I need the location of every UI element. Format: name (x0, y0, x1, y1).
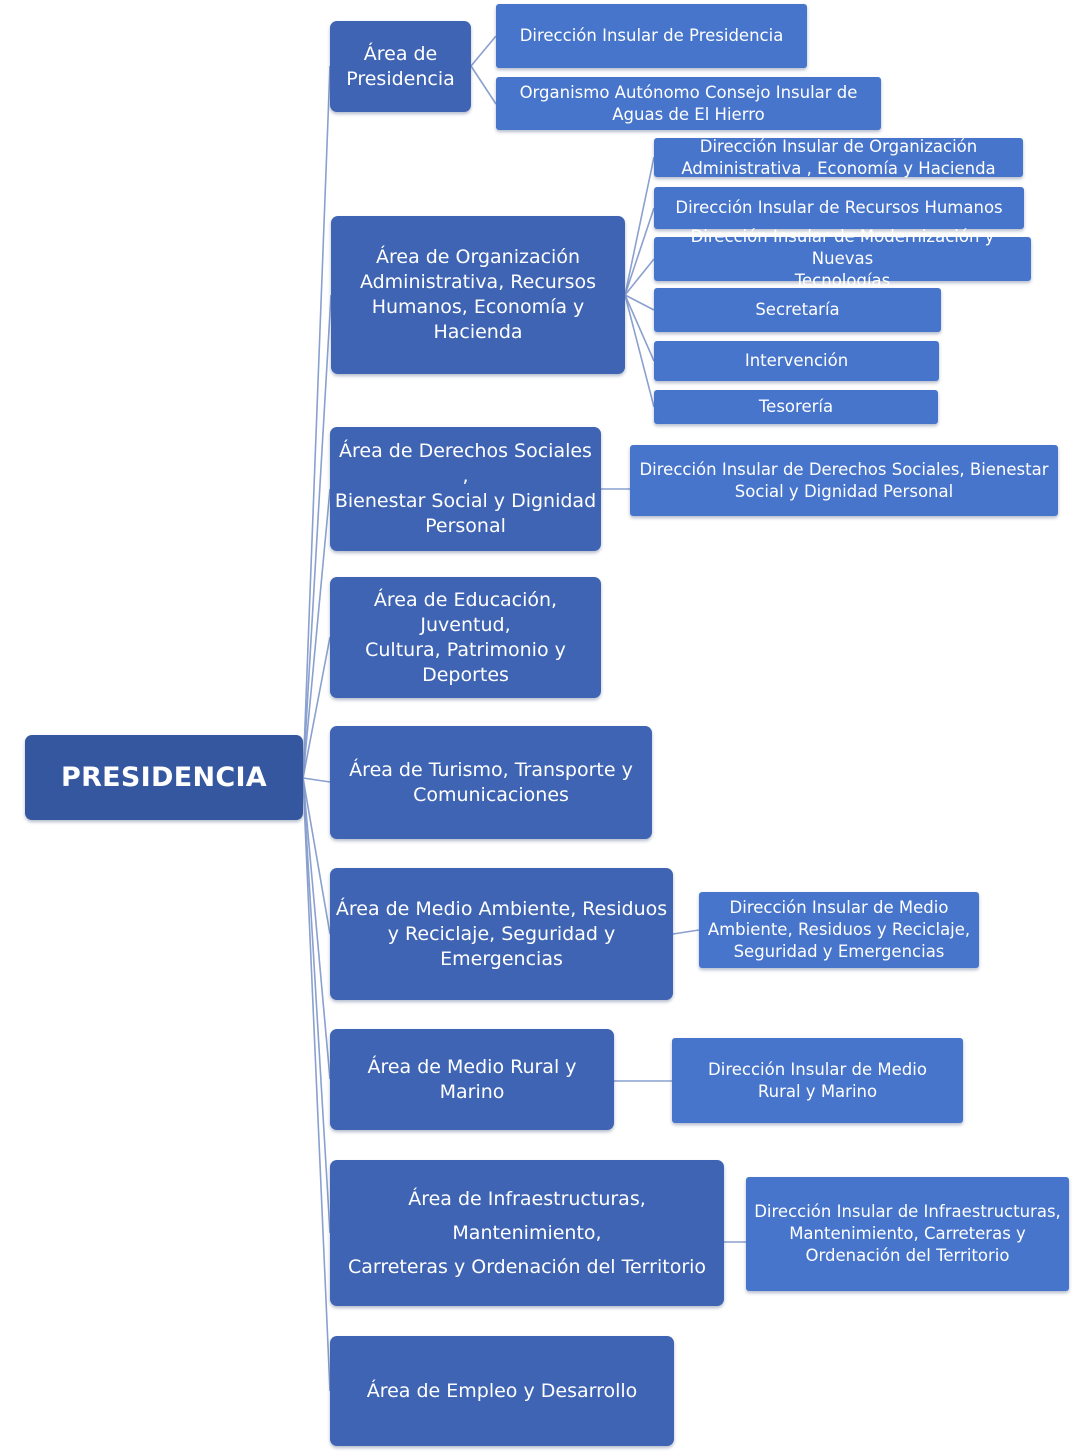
area-presidencia: Área de Presidencia (330, 21, 471, 112)
sub-label: Organismo Autónomo Consejo Insular de Ag… (519, 82, 858, 124)
area-label: Área de Derechos Sociales , Bienestar So… (334, 440, 597, 537)
sub-consejo-aguas: Organismo Autónomo Consejo Insular de Ag… (496, 77, 881, 130)
connector-line (302, 777, 331, 783)
sub-modernizacion: Dirección Insular de Modernización y Nue… (654, 227, 1031, 290)
sub-label: Intervención (744, 351, 849, 370)
connector-line (302, 777, 331, 935)
connector-line (302, 294, 332, 779)
connector-line (624, 258, 655, 296)
connector-line (302, 777, 331, 1392)
connector-line (624, 207, 655, 296)
sub-label: Dirección Insular de Presidencia (519, 26, 784, 45)
area-organizacion: Área de Organización Administrativa, Rec… (331, 216, 625, 374)
connector-line (302, 488, 331, 779)
sub-label: Dirección Insular de Organización Admini… (681, 136, 996, 178)
sub-label: Dirección Insular de Derechos Sociales, … (639, 459, 1049, 501)
sub-label: Dirección Insular de Modernización y Nue… (690, 227, 995, 290)
sub-medio-rural: Dirección Insular de Medio Rural y Marin… (672, 1038, 963, 1123)
area-educacion: Área de Educación, Juventud, Cultura, Pa… (330, 577, 601, 698)
connector-line (672, 929, 700, 935)
connector-line (302, 777, 331, 1234)
area-label: Área de Infraestructuras, Mantenimiento,… (347, 1188, 707, 1278)
sub-tesoreria: Tesorería (654, 390, 938, 424)
area-label: Área de Educación, Juventud, Cultura, Pa… (365, 588, 566, 686)
area-label: Área de Turismo, Transporte y Comunicaci… (349, 758, 633, 806)
sub-intervencion: Intervención (654, 341, 939, 381)
connector-line (470, 35, 497, 67)
connector-line (624, 294, 655, 311)
sub-label: Secretaría (755, 300, 840, 319)
connector-line (302, 65, 331, 779)
area-medio-rural: Área de Medio Rural y Marino (330, 1029, 614, 1130)
sub-recursos-humanos: Dirección Insular de Recursos Humanos (654, 187, 1024, 229)
area-infraestructuras: Área de Infraestructuras, Mantenimiento,… (330, 1160, 724, 1306)
area-label: Área de Medio Rural y Marino (367, 1055, 577, 1103)
area-label: Área de Empleo y Desarrollo (366, 1379, 638, 1402)
connector-line (302, 636, 331, 779)
sub-direccion-organizacion: Dirección Insular de Organización Admini… (654, 136, 1023, 178)
area-label: Área de Medio Ambiente, Residuos y Recic… (335, 897, 668, 970)
connector-line (624, 294, 655, 362)
sub-secretaria: Secretaría (654, 288, 941, 332)
area-label: Área de Organización Administrativa, Rec… (359, 246, 597, 343)
area-derechos-sociales: Área de Derechos Sociales , Bienestar So… (330, 427, 601, 551)
sub-label: Tesorería (758, 397, 834, 416)
sub-label: Dirección Insular de Medio Rural y Marin… (708, 1059, 927, 1101)
sub-medio-ambiente: Dirección Insular de Medio Ambiente, Res… (699, 892, 979, 968)
sub-label: Dirección Insular de Medio Ambiente, Res… (707, 898, 971, 961)
sub-derechos-sociales: Dirección Insular de Derechos Sociales, … (630, 445, 1058, 516)
connector-line (624, 294, 655, 408)
sub-direccion-presidencia: Dirección Insular de Presidencia (496, 4, 807, 68)
area-label: Área de Presidencia (346, 42, 455, 90)
sub-infraestructuras: Dirección Insular de Infraestructuras, M… (746, 1177, 1069, 1291)
connector-line (302, 777, 331, 1080)
area-turismo: Área de Turismo, Transporte y Comunicaci… (330, 726, 652, 839)
connector-line (470, 65, 497, 105)
area-medio-ambiente: Área de Medio Ambiente, Residuos y Recic… (330, 868, 673, 1000)
sub-label: Dirección Insular de Recursos Humanos (675, 198, 1003, 217)
root-node-presidencia: PRESIDENCIA (25, 735, 303, 820)
area-empleo: Área de Empleo y Desarrollo (330, 1336, 674, 1446)
root-label: PRESIDENCIA (60, 762, 268, 793)
connector-line (624, 156, 655, 296)
sub-label: Dirección Insular de Infraestructuras, M… (754, 1202, 1061, 1265)
